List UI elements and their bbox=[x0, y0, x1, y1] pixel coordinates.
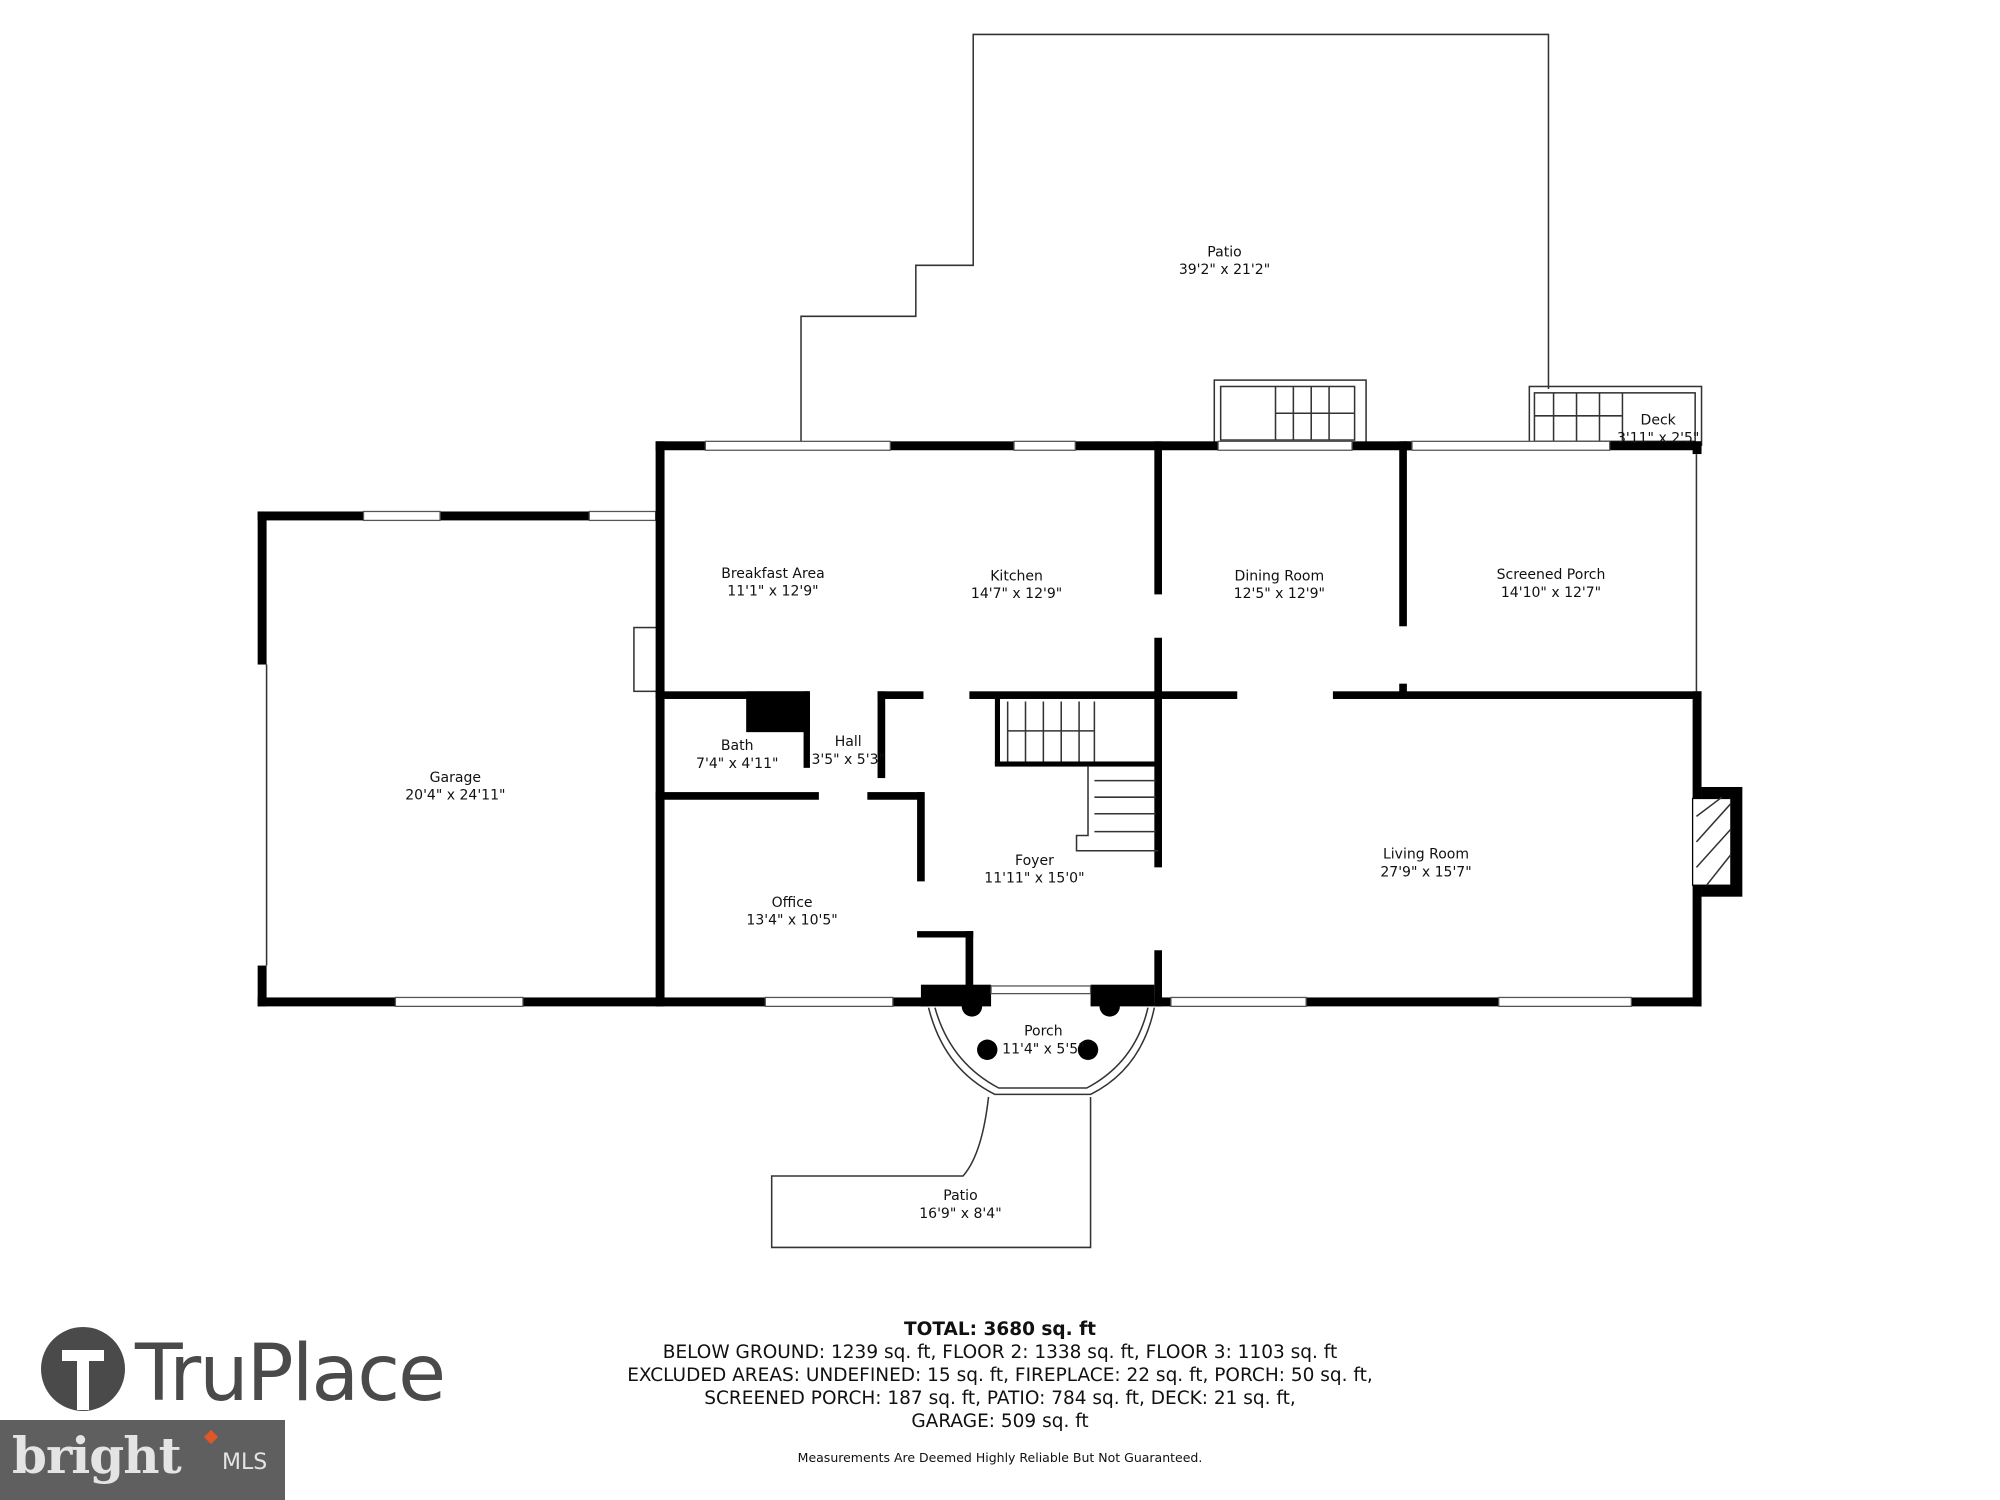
dims-office: 13'4" x 10'5" bbox=[746, 913, 837, 929]
front-patio-outline bbox=[770, 1096, 1092, 1249]
label-office: Office bbox=[772, 895, 813, 911]
dims-foyer: 11'11" x 15'0" bbox=[984, 871, 1084, 887]
mls-logo-text: MLS bbox=[222, 1450, 268, 1475]
interior-stairs bbox=[994, 695, 1159, 852]
room-labels: Patio 39'2" x 21'2" Deck 3'11" x 2'5" Br… bbox=[405, 244, 1699, 1222]
dims-patio-front: 16'9" x 8'4" bbox=[919, 1206, 1001, 1222]
disclaimer: Measurements Are Deemed Highly Reliable … bbox=[797, 1450, 1203, 1465]
label-bath: Bath bbox=[721, 738, 754, 754]
total-area: TOTAL: 3680 sq. ft bbox=[903, 1319, 1097, 1340]
dims-garage: 20'4" x 24'11" bbox=[405, 788, 505, 804]
dims-bath: 7'4" x 4'11" bbox=[696, 756, 778, 772]
summary-line-4: GARAGE: 509 sq. ft bbox=[911, 1411, 1089, 1432]
label-dining: Dining Room bbox=[1235, 568, 1325, 584]
dims-porch: 11'4" x 5'5" bbox=[1002, 1042, 1084, 1058]
dims-patio-rear: 39'2" x 21'2" bbox=[1179, 262, 1270, 278]
label-screened-porch: Screened Porch bbox=[1497, 567, 1606, 583]
bright-star-icon bbox=[203, 1429, 219, 1445]
label-deck: Deck bbox=[1641, 413, 1677, 429]
dims-screened-porch: 14'10" x 12'7" bbox=[1501, 585, 1601, 601]
front-porch bbox=[927, 996, 1156, 1096]
label-breakfast: Breakfast Area bbox=[721, 566, 824, 582]
label-kitchen: Kitchen bbox=[990, 568, 1043, 584]
label-living: Living Room bbox=[1383, 846, 1469, 862]
truplace-logo-icon bbox=[41, 1327, 125, 1411]
label-patio-front: Patio bbox=[943, 1188, 977, 1204]
dims-deck: 3'11" x 2'5" bbox=[1617, 431, 1699, 447]
label-patio-rear: Patio bbox=[1207, 244, 1241, 260]
bright-mls-logo: bright MLS bbox=[0, 1420, 285, 1500]
dims-kitchen: 14'7" x 12'9" bbox=[971, 586, 1062, 602]
area-summary: TOTAL: 3680 sq. ft BELOW GROUND: 1239 sq… bbox=[0, 1318, 2000, 1433]
label-hall: Hall bbox=[835, 734, 862, 750]
bright-logo-text: bright bbox=[12, 1426, 182, 1485]
garage-walls bbox=[257, 510, 661, 1008]
dims-breakfast: 11'1" x 12'9" bbox=[727, 584, 818, 600]
summary-line-1: BELOW GROUND: 1239 sq. ft, FLOOR 2: 1338… bbox=[662, 1342, 1338, 1363]
rear-patio-outline bbox=[800, 33, 1550, 446]
summary-line-3: SCREENED PORCH: 187 sq. ft, PATIO: 784 s… bbox=[704, 1388, 1296, 1409]
summary-line-2: EXCLUDED AREAS: UNDEFINED: 15 sq. ft, FI… bbox=[627, 1365, 1373, 1386]
dims-living: 27'9" x 15'7" bbox=[1380, 864, 1471, 880]
truplace-logo-text: TruPlace bbox=[135, 1329, 446, 1419]
label-garage: Garage bbox=[430, 770, 481, 786]
house-walls bbox=[655, 440, 1743, 1008]
dims-dining: 12'5" x 12'9" bbox=[1234, 586, 1325, 602]
label-foyer: Foyer bbox=[1015, 853, 1054, 869]
dims-hall: 3'5" x 5'3" bbox=[811, 752, 884, 768]
label-porch: Porch bbox=[1024, 1024, 1063, 1040]
